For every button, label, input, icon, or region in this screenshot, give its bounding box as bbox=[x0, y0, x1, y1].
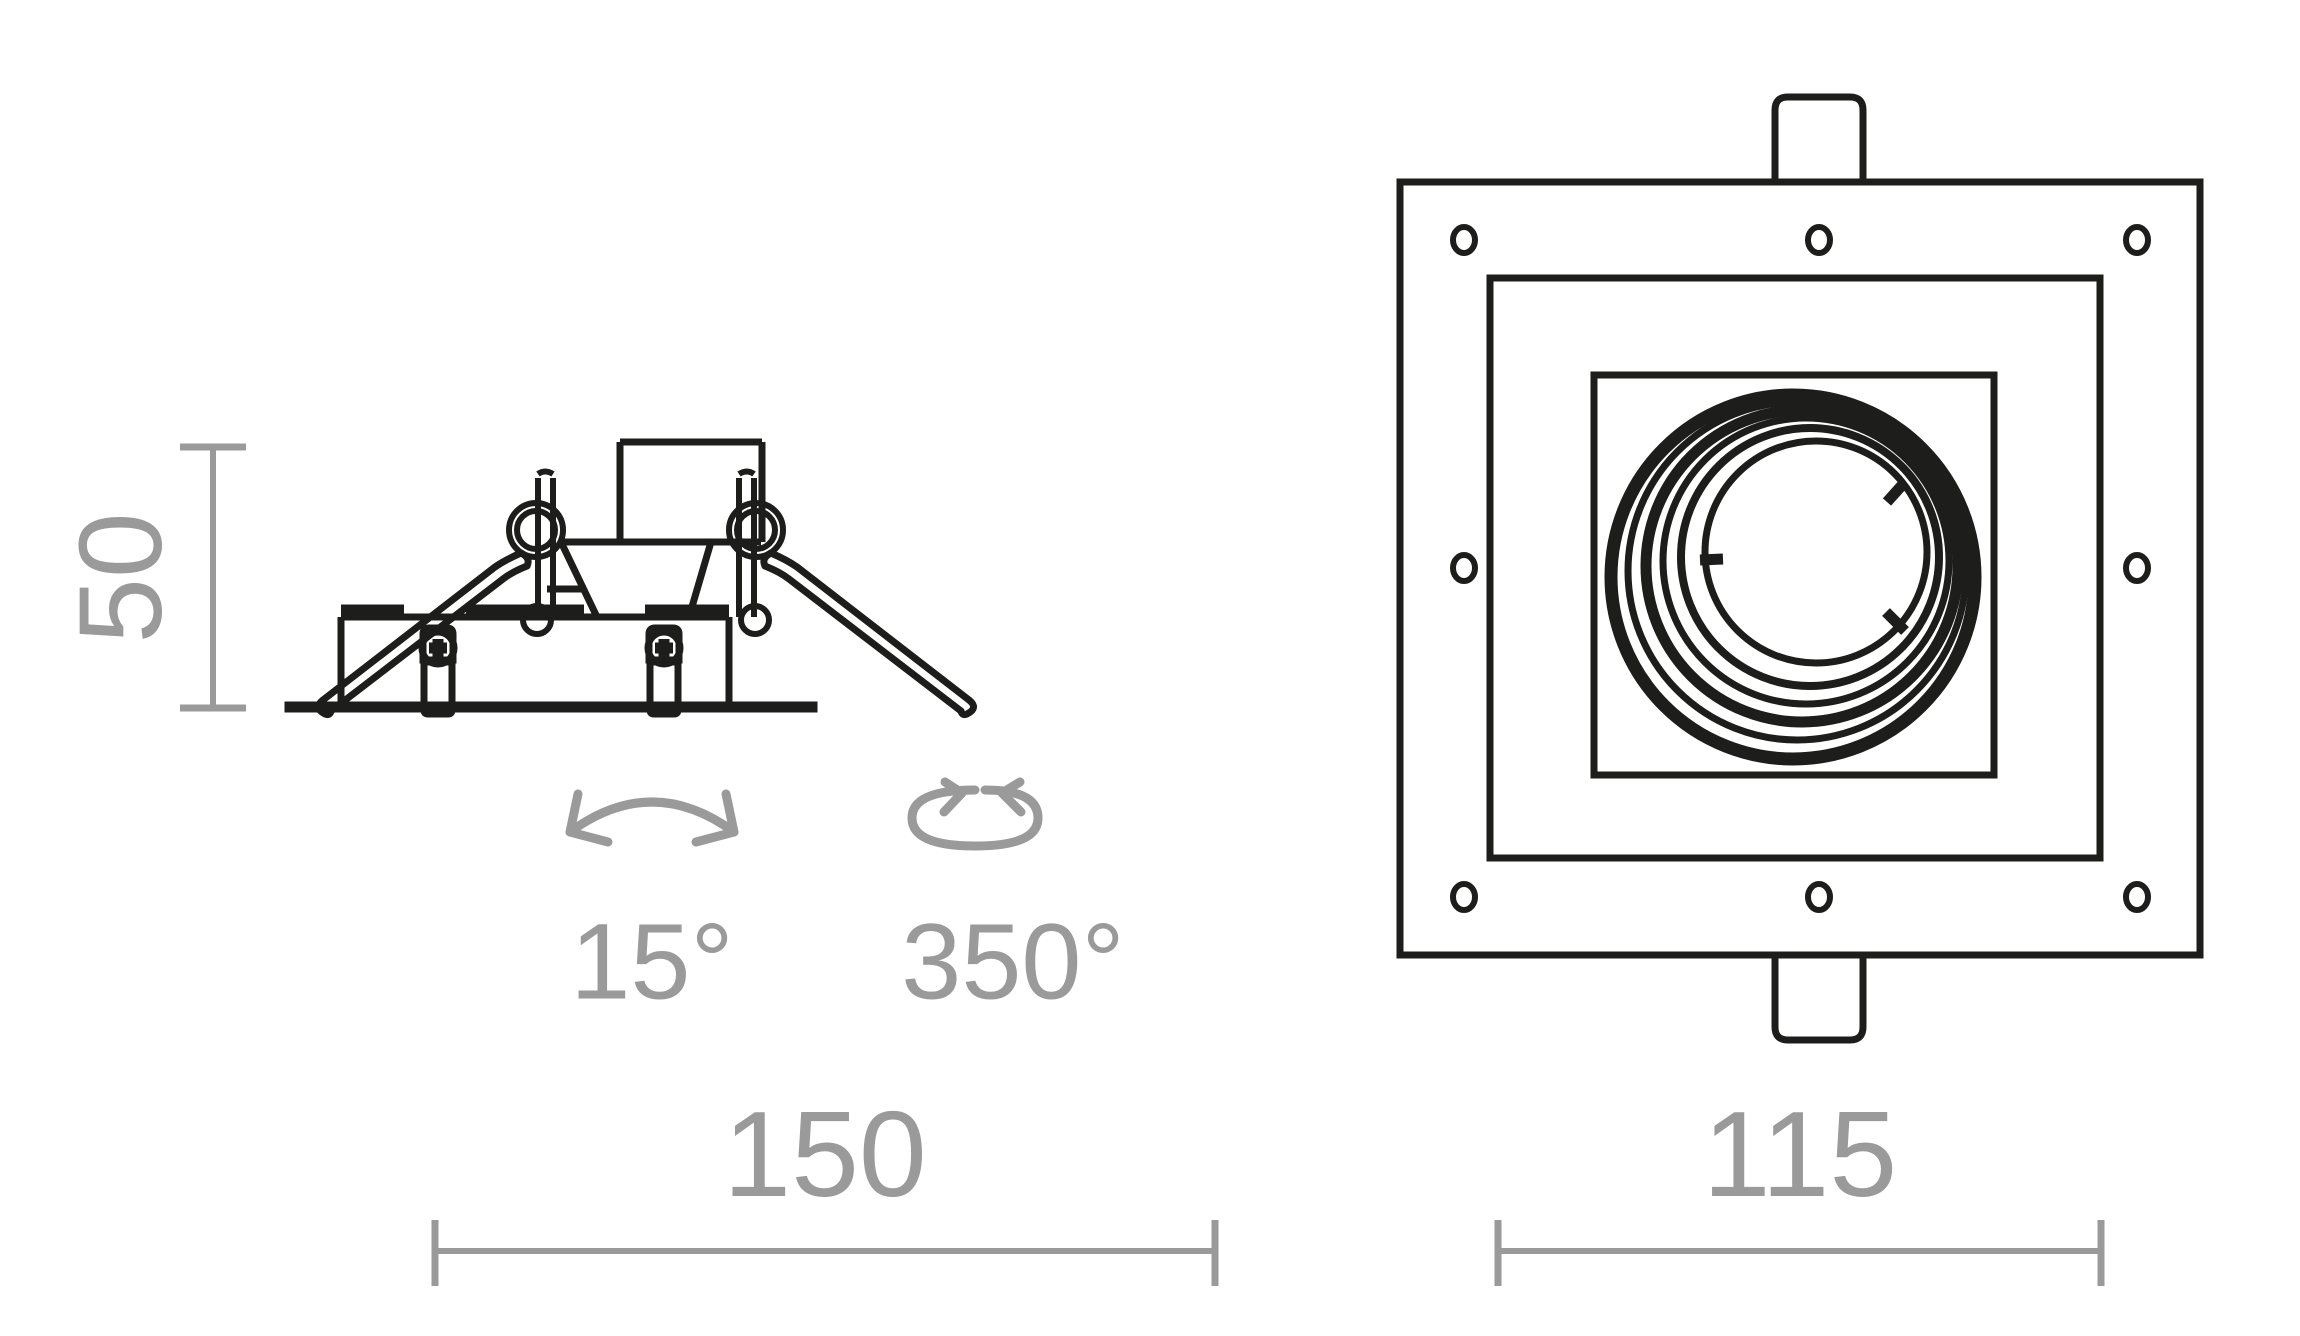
rotation-arrow-head-left bbox=[939, 777, 967, 817]
spring-clip-left-root bbox=[517, 549, 532, 570]
lamp-rings bbox=[1604, 388, 1982, 766]
width-dimension-side: 150 bbox=[431, 1086, 1219, 1286]
inner-square bbox=[1590, 371, 1998, 779]
height-dimension: 50 bbox=[55, 443, 246, 712]
spring-clip-right-root bbox=[760, 549, 775, 570]
front-view bbox=[1396, 93, 2204, 1044]
lamp-ring-6 bbox=[1701, 437, 1931, 667]
lamp-housing-taper-right bbox=[685, 541, 715, 618]
pivot-ring-left-lower bbox=[520, 603, 554, 637]
spring-clip-right-arm-b bbox=[761, 562, 965, 715]
lamp-housing-taper-left bbox=[557, 540, 601, 619]
rotation-angle-label: 350° bbox=[901, 900, 1124, 1021]
lamp-ring-2 bbox=[1624, 398, 1970, 744]
middle-square bbox=[1486, 274, 2104, 862]
tilt-arrow-head-left bbox=[565, 789, 613, 847]
spring-clip-right-tip bbox=[957, 696, 977, 719]
tilt-arc bbox=[565, 797, 739, 837]
rotation-ellipse bbox=[907, 785, 1043, 851]
width-dimension-front: 115 bbox=[1494, 1086, 2105, 1286]
spring-clip-right bbox=[760, 549, 977, 719]
spring-clip-right-arm-a bbox=[767, 549, 973, 704]
lamp-ring-4 bbox=[1659, 414, 1953, 708]
pivot-bracket-left bbox=[506, 468, 566, 637]
spring-clip-left-tip bbox=[315, 696, 335, 719]
pivot-ring-right-lower bbox=[738, 603, 772, 637]
pivot-plate-right-cap bbox=[737, 468, 756, 477]
height-dimension-value: 50 bbox=[55, 512, 187, 643]
pivot-plate-left-cap bbox=[536, 468, 555, 477]
ring-tab-lower-right bbox=[1882, 608, 1909, 635]
fixing-screw-left bbox=[422, 628, 454, 714]
driver-box bbox=[616, 438, 766, 542]
ring-tab-upper-right bbox=[1882, 479, 1909, 506]
tilt-angle-label: 15° bbox=[570, 900, 733, 1021]
rotation-adjustability-group: 350° bbox=[901, 777, 1125, 1021]
tilt-arc-arrow-icon bbox=[565, 789, 739, 847]
spring-clip-left bbox=[315, 549, 532, 719]
lamp-ring-5 bbox=[1677, 424, 1943, 690]
pivot-ring-right-outer bbox=[726, 500, 786, 560]
rotation-arrow-head-right bbox=[997, 777, 1026, 817]
mounting-tab-bottom bbox=[1771, 955, 1867, 1044]
tilt-adjustability-group: 15° bbox=[565, 789, 739, 1021]
fixing-screw-right bbox=[648, 628, 680, 714]
ring-tab-left bbox=[1699, 553, 1724, 566]
mounting-tab-top bbox=[1771, 93, 1867, 182]
tilt-arrow-head-right bbox=[691, 789, 739, 847]
pivot-ring-right-inner bbox=[734, 508, 778, 552]
pivot-ring-left-outer bbox=[506, 500, 566, 560]
side-section-view bbox=[284, 438, 977, 719]
trim-plate bbox=[337, 617, 733, 711]
spring-clip-left-arm-a bbox=[319, 549, 525, 704]
width-side-dimension-value: 150 bbox=[723, 1086, 927, 1222]
rotation-ellipse-arrow-icon bbox=[907, 777, 1043, 851]
pivot-bracket-right bbox=[726, 468, 786, 637]
pivot-ring-left-inner bbox=[514, 508, 558, 552]
lamp-ring-3 bbox=[1640, 404, 1964, 728]
lamp-ring-1 bbox=[1604, 388, 1982, 766]
outer-frame bbox=[1396, 178, 2204, 959]
width-front-dimension-value: 115 bbox=[1703, 1086, 1898, 1222]
